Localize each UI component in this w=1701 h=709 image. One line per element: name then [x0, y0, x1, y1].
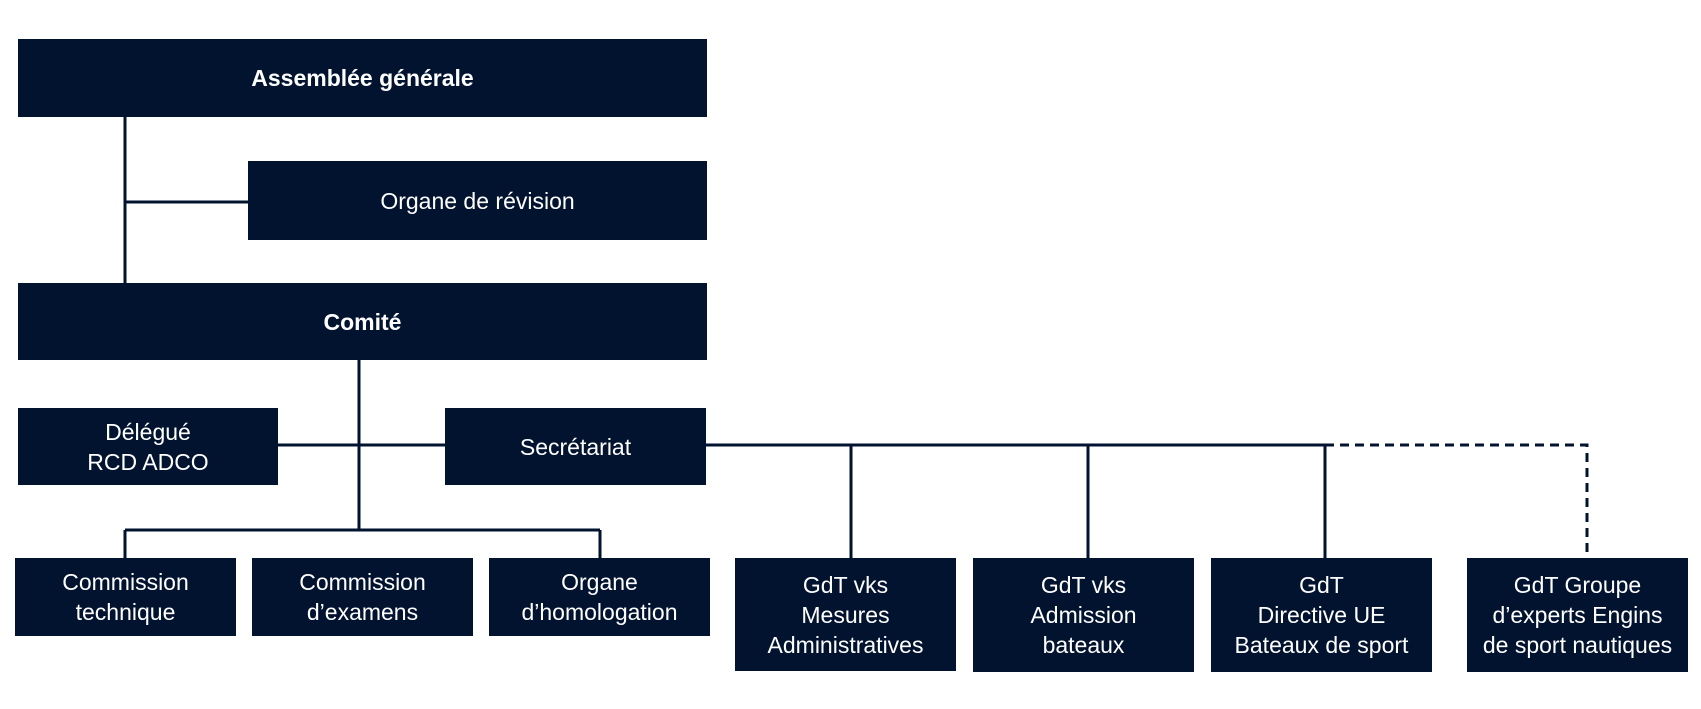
node-assemblee-generale: Assemblée générale — [18, 39, 707, 117]
connector-gdt-experts-dashed — [1325, 443, 1589, 558]
node-gdt-mesures-label: GdT vks Mesures Administratives — [767, 571, 924, 658]
node-organe-homologation: Organe d’homologation — [489, 558, 710, 636]
node-organe-de-revision-label: Organe de révision — [380, 187, 575, 214]
node-secretariat-label: Secrétariat — [519, 433, 632, 460]
node-organe-de-revision: Organe de révision — [248, 161, 707, 240]
node-commission-technique: Commission technique — [15, 558, 236, 636]
node-commission-technique-label: Commission technique — [62, 569, 189, 625]
node-gdt-mesures: GdT vks Mesures Administratives — [735, 558, 956, 671]
node-gdt-directive-label: GdT Directive UE Bateaux de sport — [1234, 572, 1409, 658]
node-gdt-experts-label: GdT Groupe d’experts Engins de sport nau… — [1482, 572, 1673, 658]
node-delegue: Délégué RCD ADCO — [18, 408, 278, 485]
node-gdt-admission: GdT vks Admission bateaux — [973, 558, 1194, 672]
node-commission-examens-label: Commission d’examens — [299, 569, 426, 625]
node-gdt-directive: GdT Directive UE Bateaux de sport — [1211, 558, 1432, 672]
node-comite: Comité — [18, 283, 707, 360]
node-gdt-experts: GdT Groupe d’experts Engins de sport nau… — [1467, 558, 1688, 672]
node-gdt-admission-label: GdT vks Admission bateaux — [1030, 572, 1137, 658]
node-secretariat: Secrétariat — [445, 408, 706, 485]
node-comite-label: Comité — [323, 308, 402, 335]
node-delegue-label: Délégué RCD ADCO — [87, 418, 209, 475]
node-organe-homologation-label: Organe d’homologation — [521, 569, 678, 625]
node-commission-examens: Commission d’examens — [252, 558, 473, 636]
node-assemblee-generale-label: Assemblée générale — [251, 65, 474, 91]
